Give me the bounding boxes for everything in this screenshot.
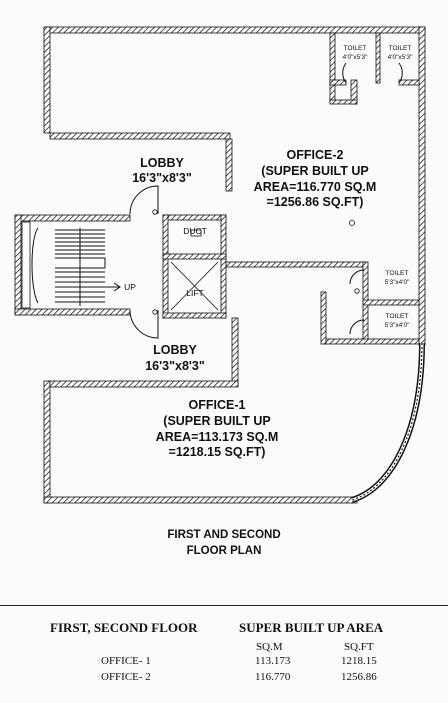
stair-wall-left (14, 214, 22, 316)
door-lobby-bottom (129, 309, 159, 339)
floor-header: FIRST, SECOND FLOOR (50, 620, 198, 635)
door-toilet-right-b (349, 319, 365, 335)
door-toilet-top-a (342, 62, 347, 84)
lobby-bottom-name: LOBBY (153, 343, 197, 357)
row-office-name: OFFICE- 2 (101, 671, 151, 683)
door-toilet-top-b (398, 62, 403, 84)
divider (0, 605, 448, 606)
toilet-right-1-name: TOILET (386, 270, 409, 277)
office-2-line1: (SUPER BUILT UP (261, 164, 368, 178)
toilet-top-2-size: 4'0"x5'3" (388, 54, 413, 61)
office-2-name: OFFICE-2 (287, 148, 344, 162)
toilet-top-1-size: 4'0"x5'3" (343, 54, 368, 61)
unit-sqft: SQ.FT (344, 641, 374, 653)
toilet-top-lobby-wall (329, 99, 358, 105)
toilet-right-2-name: TOILET (386, 313, 409, 320)
row-sqft: 1256.86 (341, 671, 377, 683)
toilet-right-wall-mid (362, 299, 420, 306)
lobby-top-upper-wall (49, 132, 231, 140)
duct-label: DUCT (183, 226, 207, 236)
curved-wall-hatch (351, 342, 423, 501)
curved-wall-fill (351, 342, 424, 502)
floor-plan: UP OFFICE-2 (SUPER BUILT UP AREA=116.770… (14, 26, 426, 504)
office-2-line3: =1256.86 SQ.FT) (267, 195, 364, 209)
core-wall-bottom (162, 312, 227, 319)
caption-line-1: FIRST AND SECOND (167, 529, 281, 541)
lift-shaft (170, 261, 219, 311)
lobby-top-name: LOBBY (140, 156, 184, 170)
outer-wall-top (43, 26, 426, 34)
outer-wall-right (418, 26, 426, 346)
lobby-top-right-wall (225, 138, 233, 192)
office-separation-wall (225, 261, 367, 268)
core-wall-left (162, 214, 169, 319)
door-lobby-top (129, 185, 159, 215)
doors (129, 62, 403, 339)
fixtures (152, 209, 360, 315)
office-1-line2: AREA=113.173 SQ.M (156, 430, 279, 444)
toilet-right-1-size: 5'3"x4'0" (385, 279, 410, 286)
office-1-name: OFFICE-1 (189, 398, 246, 412)
lobby-bottom-size: 16'3"x8'3" (145, 359, 205, 373)
lobby-top-size: 16'3"x8'3" (132, 171, 192, 185)
toilet-top-wall-bottom-b (398, 79, 420, 86)
core-wall-right (220, 214, 227, 319)
caption-line-2: FLOOR PLAN (186, 545, 262, 557)
toilet-top-2-name: TOILET (389, 45, 412, 52)
office-1-line3: =1218.15 SQ.FT) (169, 445, 266, 459)
office-1-line1: (SUPER BUILT UP (163, 414, 270, 428)
office-2-line2: AREA=116.770 SQ.M (254, 180, 377, 194)
toilet-top-wall-bottom-a (329, 79, 347, 86)
row-sqft: 1218.15 (341, 655, 377, 667)
walls (14, 26, 426, 504)
toilet-right-2-size: 5'3"x4'0" (385, 322, 410, 329)
staircase (21, 221, 121, 309)
toilet-top-1-name: TOILET (344, 45, 367, 52)
lobby-bottom-right-wall (231, 317, 239, 385)
core-wall-top (162, 214, 227, 221)
lift-label: LIFT (186, 288, 203, 298)
stair-wall-top (14, 214, 131, 222)
outer-wall-bottom (43, 496, 358, 504)
unit-sqm: SQ.M (256, 641, 283, 653)
toilet-top-wall-left (329, 32, 336, 104)
outer-wall-left-lower (43, 380, 51, 504)
stair-up-label: UP (124, 282, 136, 292)
door-toilet-right-a (349, 269, 365, 285)
row-sqm: 113.173 (255, 655, 291, 667)
plan-caption: FIRST AND SECOND FLOOR PLAN (0, 527, 448, 559)
stair-wall-bottom (14, 308, 131, 316)
core-wall-mid (162, 253, 227, 260)
toilet-right-lobby-wall (320, 291, 327, 345)
toilet-right-wall-bottom (325, 338, 420, 345)
lobby-bottom-lower-wall (49, 380, 239, 388)
row-sqm: 116.770 (255, 671, 291, 683)
outer-wall-left-upper (43, 26, 51, 134)
row-office-name: OFFICE- 1 (101, 655, 151, 667)
area-header: SUPER BUILT UP AREA (239, 620, 384, 635)
toilet-top-wall-mid (375, 32, 381, 84)
